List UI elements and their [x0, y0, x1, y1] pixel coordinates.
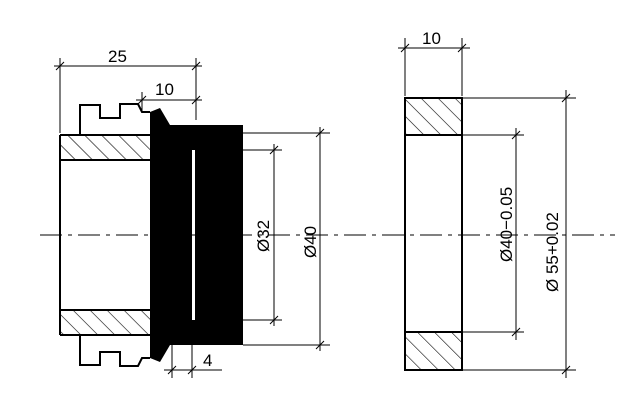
dim-groove-width-text: 4: [203, 351, 212, 370]
dim-flange-length: 10: [136, 80, 202, 112]
dim-overall-length: 25: [54, 47, 202, 133]
dim-ring-bore-text: Ø40−0.05: [497, 187, 516, 262]
dim-outer-diameter-left: Ø40: [243, 127, 330, 351]
right-part: [404, 97, 463, 371]
dim-ring-bore: Ø40−0.05: [462, 128, 524, 340]
dim-flange-length-text: 10: [155, 80, 174, 99]
dim-inner-diameter: Ø32: [243, 144, 282, 326]
dim-ring-outer-text: Ø 55+0.02: [543, 212, 562, 292]
left-part: [59, 103, 243, 367]
dim-overall-length-text: 25: [108, 47, 127, 66]
dim-ring-width-text: 10: [422, 29, 441, 48]
flange-section: [150, 108, 243, 362]
dim-groove-width: 4: [164, 322, 222, 378]
dim-ring-width: 10: [398, 29, 470, 96]
dim-outer-diameter-left-text: Ø40: [301, 226, 320, 258]
dim-ring-outer: Ø 55+0.02: [462, 90, 576, 378]
dim-inner-diameter-text: Ø32: [254, 220, 273, 252]
